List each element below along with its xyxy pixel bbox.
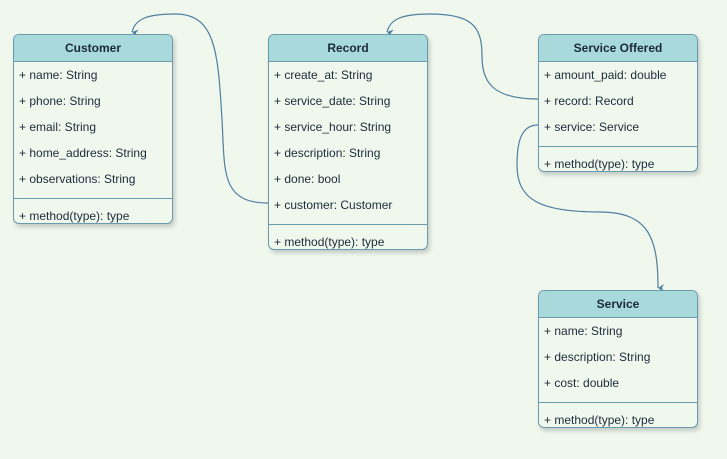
class-customer-methods: + method(type): type xyxy=(14,199,172,223)
divider xyxy=(539,146,697,147)
class-service-methods: + method(type): type xyxy=(539,403,697,427)
method: + method(type): type xyxy=(19,209,130,223)
class-record-title: Record xyxy=(269,35,427,62)
class-customer[interactable]: Customer + name: String + phone: String … xyxy=(13,34,173,224)
attribute: + customer: Customer xyxy=(274,198,393,212)
attribute: + service_hour: String xyxy=(274,120,392,134)
class-service-offered[interactable]: Service Offered + amount_paid: double + … xyxy=(538,34,698,172)
method: + method(type): type xyxy=(274,235,385,249)
attribute: + done: bool xyxy=(274,172,341,186)
attribute: + description: String xyxy=(544,350,651,364)
class-record-attributes: + create_at: String + service_date: Stri… xyxy=(269,62,427,218)
method: + method(type): type xyxy=(544,413,655,427)
attribute: + amount_paid: double xyxy=(544,68,667,82)
class-customer-title: Customer xyxy=(14,35,172,62)
class-service-offered-attributes: + amount_paid: double + record: Record +… xyxy=(539,62,697,140)
attribute: + email: String xyxy=(19,120,97,134)
attribute: + service_date: String xyxy=(274,94,391,108)
divider xyxy=(14,198,172,199)
class-service-offered-methods: + method(type): type xyxy=(539,147,697,171)
attribute: + description: String xyxy=(274,146,381,160)
attribute: + cost: double xyxy=(544,376,620,390)
divider xyxy=(269,224,427,225)
attribute: + create_at: String xyxy=(274,68,373,82)
attribute: + name: String xyxy=(19,68,98,82)
class-customer-attributes: + name: String + phone: String + email: … xyxy=(14,62,172,192)
class-service[interactable]: Service + name: String + description: St… xyxy=(538,290,698,428)
divider xyxy=(539,402,697,403)
method: + method(type): type xyxy=(544,157,655,171)
attribute: + phone: String xyxy=(19,94,101,108)
class-service-attributes: + name: String + description: String + c… xyxy=(539,318,697,396)
class-service-offered-title: Service Offered xyxy=(539,35,697,62)
attribute: + record: Record xyxy=(544,94,634,108)
class-record-methods: + method(type): type xyxy=(269,225,427,249)
class-service-title: Service xyxy=(539,291,697,318)
attribute: + observations: String xyxy=(19,172,136,186)
attribute: + name: String xyxy=(544,324,623,338)
class-record[interactable]: Record + create_at: String + service_dat… xyxy=(268,34,428,250)
attribute: + service: Service xyxy=(544,120,640,134)
attribute: + home_address: String xyxy=(19,146,147,160)
